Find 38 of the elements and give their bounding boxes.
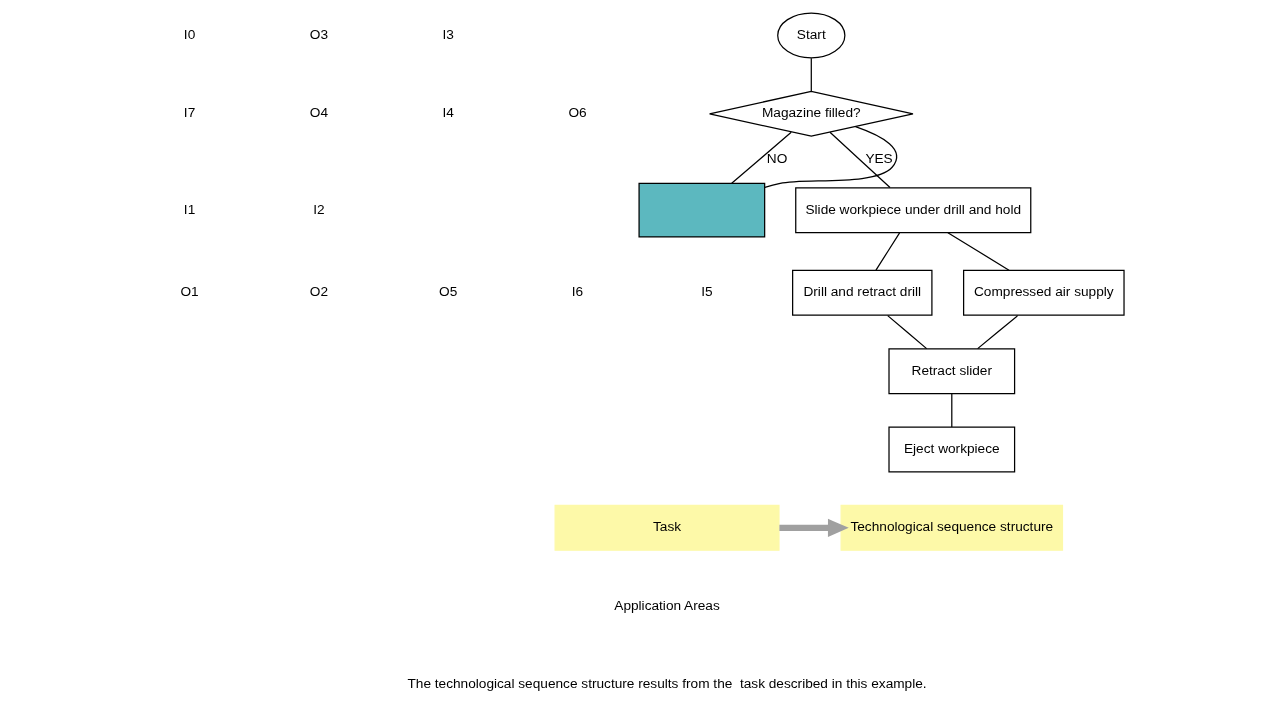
- connector: [810, 57, 812, 92]
- label: O6: [568, 105, 587, 121]
- label: O1: [180, 284, 199, 300]
- connector: [951, 393, 953, 428]
- node-box: Slide workpiece under drill and hold: [795, 187, 1032, 234]
- connector: [887, 315, 928, 350]
- node-box: [638, 182, 766, 238]
- label: The technological sequence structure results from the task described in this example.: [407, 676, 927, 692]
- connector: [829, 131, 891, 189]
- label: I6: [571, 284, 584, 300]
- label: I0: [183, 26, 196, 42]
- label: I5: [701, 284, 713, 300]
- label: O3: [309, 26, 328, 42]
- node-box: Retract slider: [888, 348, 1016, 395]
- connector: [977, 315, 1019, 350]
- node-box: Task: [554, 504, 780, 551]
- label: I7: [183, 105, 196, 121]
- connector: [947, 232, 1010, 271]
- label: I4: [442, 105, 454, 121]
- node-ellipse: Start: [777, 12, 846, 59]
- connector: [731, 131, 792, 184]
- node-box: Drill and retract drill: [792, 269, 933, 316]
- arrow: [779, 518, 849, 537]
- connector: [875, 232, 901, 271]
- node-box: Compressed air supply: [963, 269, 1125, 316]
- node-box: Eject workpiece: [888, 426, 1016, 473]
- edge-label: NO: [766, 151, 788, 167]
- label: O5: [439, 284, 458, 300]
- label: O2: [309, 284, 328, 300]
- edge-label: YES: [865, 151, 893, 167]
- node-diamond: Magazine filled?: [709, 90, 914, 137]
- label: I1: [183, 201, 196, 217]
- node-box: Technological sequence structure: [840, 504, 1064, 551]
- connector: [764, 125, 898, 188]
- label: I2: [313, 201, 325, 217]
- label: I3: [442, 26, 454, 42]
- label: O4: [309, 105, 328, 121]
- label: Application Areas: [614, 597, 720, 613]
